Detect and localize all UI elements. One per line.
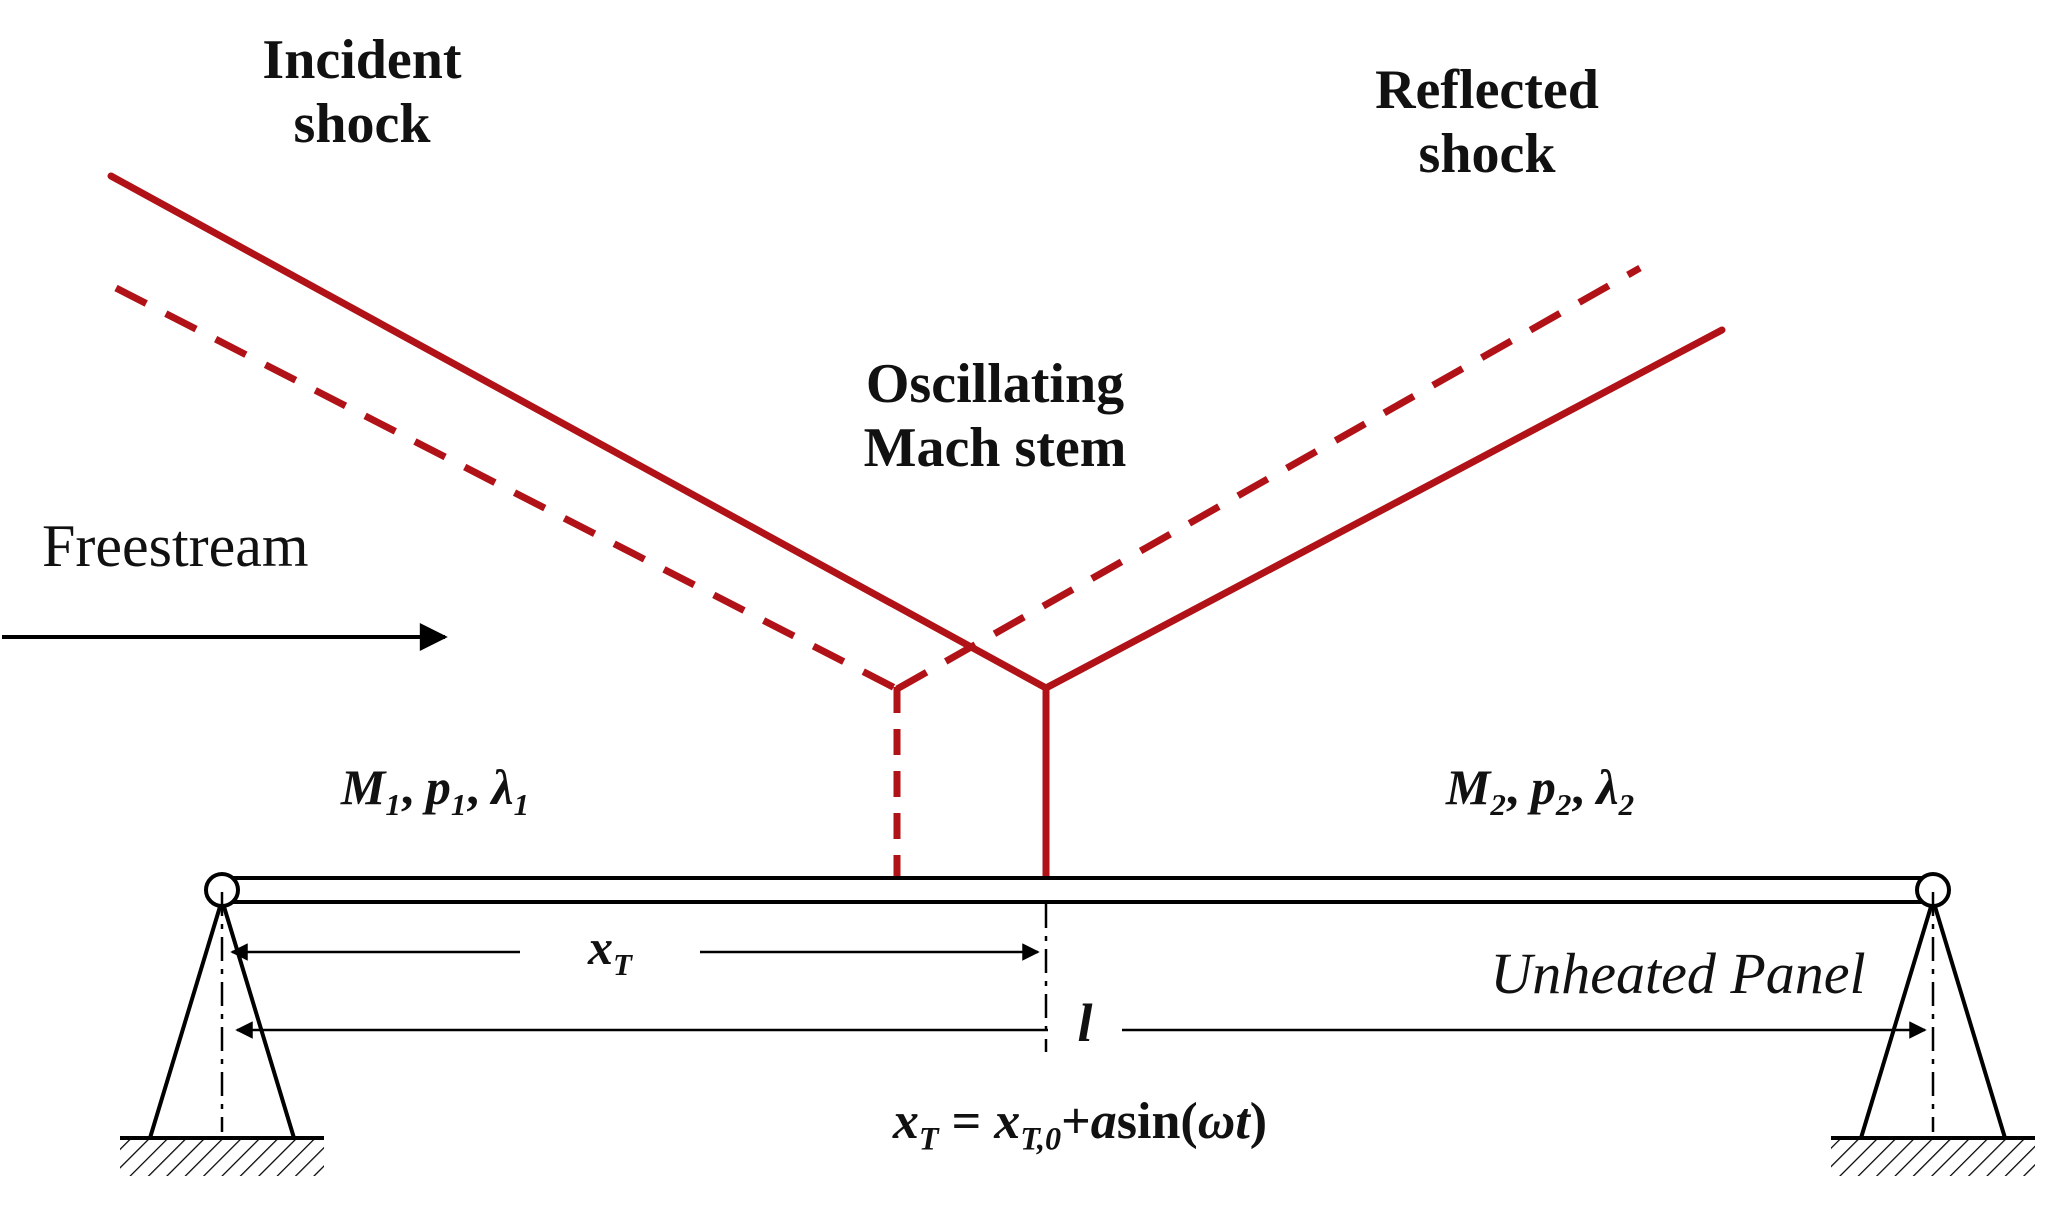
panel-beam — [216, 876, 1939, 904]
reflected-shock-label: Reflected shock — [1375, 59, 1599, 186]
reflected-shock-solid-line — [1042, 326, 1726, 692]
ground-hatch-left — [120, 1140, 324, 1176]
xt-dimension-label: xT — [588, 919, 632, 982]
unheated-panel-label: Unheated Panel — [1490, 941, 1866, 1006]
support-left-legs — [148, 899, 296, 1139]
flow-conditions-right-label: M2, p2, λ2 — [1445, 759, 1635, 822]
freestream-label: Freestream — [42, 513, 309, 579]
support-right-legs — [1859, 899, 2007, 1139]
ground-hatch-right — [1831, 1140, 2035, 1176]
incident-shock-label: Incident shock — [262, 29, 462, 156]
mach-stem-equation: xT = xT,0+asin(ωt) — [892, 1093, 1268, 1157]
incident-shock-dashed-line — [114, 284, 899, 693]
length-dimension-label: l — [1077, 993, 1093, 1053]
mach-stem-label: Oscillating Mach stem — [863, 353, 1127, 480]
incident-shock-solid-line — [107, 172, 1050, 692]
reflected-shock-dashed-line — [895, 264, 1642, 693]
flow-conditions-left-label: M1, p1, λ1 — [340, 759, 530, 822]
